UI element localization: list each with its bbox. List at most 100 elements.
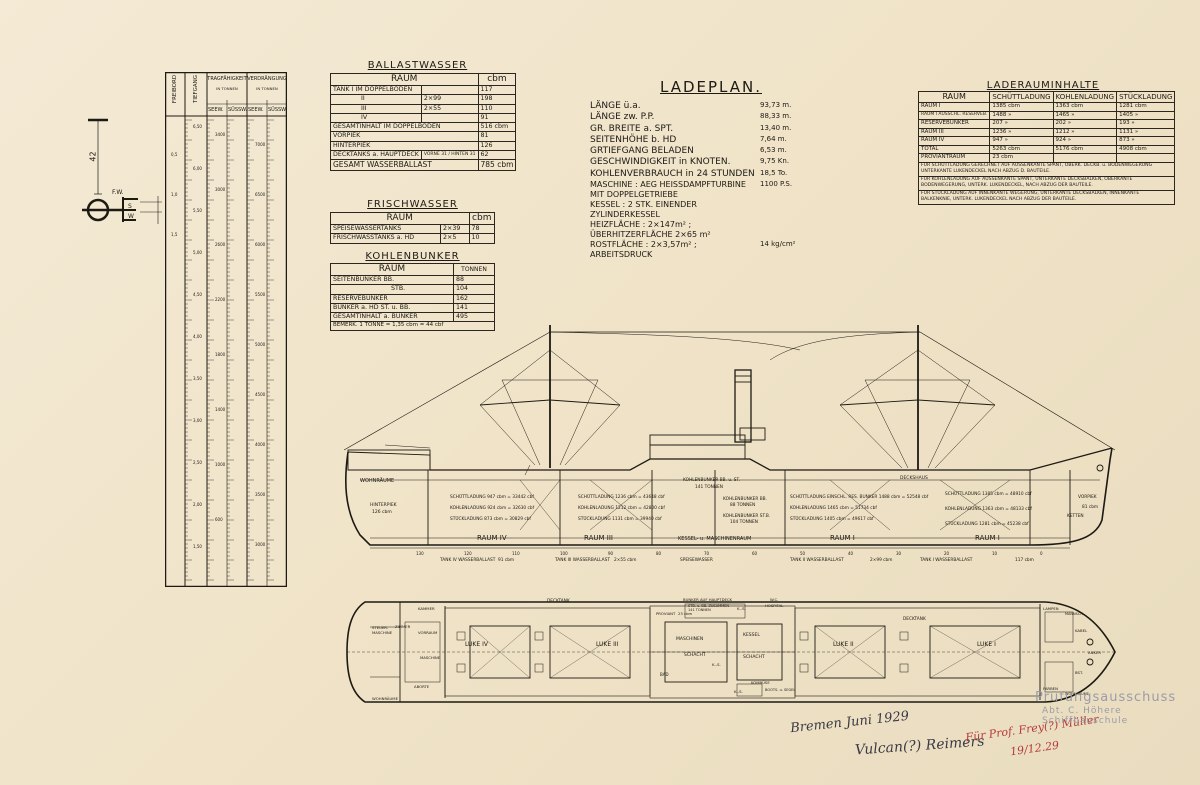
profile-kohlenbunker-stb-val: 104 TONNEN (730, 520, 758, 525)
scale-freibord-mark: 1,0 (171, 192, 178, 197)
laderaum-cell: 193 » (1116, 119, 1176, 129)
spec-row: GESCHWINDIGKEIT in KNOTEN.9,75 Kn. (590, 157, 815, 168)
laderaum-row-name: RAUM IV (917, 136, 991, 146)
spec-row: GR. BREITE a. SPT.13,40 m. (590, 124, 815, 135)
profile-r3-schutt: SCHÜTTLADUNG 1236 cbm = 43648 cbf (578, 495, 665, 500)
profile-kohlenbunker-stb: KOHLENBUNKER ST.B. (723, 514, 771, 519)
laderaum-cell: 1465 » (1052, 110, 1118, 120)
ballast-total-name: GESAMT WASSERBALLAST (330, 159, 479, 171)
laderaum-cell: 5263 cbm (989, 144, 1054, 154)
laderaum-cell: 924 » (1052, 136, 1118, 146)
frisch-col-unit: cbm (468, 212, 496, 225)
frame-number: 70 (704, 551, 710, 556)
spec-value: 13,40 m. (760, 123, 792, 132)
laderaum-col-schutt: SCHÜTTLADUNG (989, 91, 1054, 103)
plan-wc: W.C. (770, 597, 779, 602)
kohlen-row-value: 88 (453, 274, 495, 286)
frame-number: 110 (512, 551, 520, 556)
ballast-col-unit: cbm (477, 73, 517, 86)
profile-tank1-val: 117 cbm (1015, 558, 1034, 563)
spec-value: 7,64 m. (760, 134, 787, 143)
laderaum-cell: 1212 » (1052, 127, 1118, 137)
profile-raum3: RAUM III (584, 534, 613, 542)
spec-value: 14 kg/cm² (760, 239, 796, 248)
plan-decktank-aft: DECKTANK (547, 599, 570, 604)
scale-sub-sussw-1: SÜSSW. (228, 107, 248, 113)
spec-value: 93,73 m. (760, 101, 792, 109)
plan-aft2: ZIMMER (395, 624, 411, 629)
scale-tiefgang-mark: 3,00 (193, 418, 202, 423)
plan-kuhl: BOOTS- u. SEGEL (765, 688, 796, 692)
scale-tiefgang-mark: 5,50 (193, 208, 202, 213)
signature-examiner-date: 19/12.29 (1009, 738, 1060, 759)
kohlen-col-unit: TONNEN (453, 263, 495, 276)
spec-label: SEITENHÖHE b. HD (590, 134, 677, 145)
scale-verd-mark: 6500 (255, 192, 266, 197)
frame-number: 10 (992, 551, 998, 556)
laderaum-row-name: RESERVEBUNKER (917, 119, 991, 129)
freeboard-s: S (128, 203, 132, 210)
laderaum-col-kohlen: KOHLENLADUNG (1052, 91, 1118, 103)
laderaum-note: FÜR STÜCKLADUNG AUF INNENKANTE WEGERUNG,… (917, 189, 1176, 198)
profile-kessel: KESSEL- u. MASCHINENRAUM (678, 536, 752, 542)
scale-tiefgang-mark: 1,50 (193, 544, 202, 549)
laderaum-cell: 202 » (1052, 119, 1118, 129)
profile-deckhaus: DECKSHAUS (900, 476, 928, 481)
profile-r4-stuck: STÜCKLADUNG 873 cbm = 30829 cbf (450, 517, 531, 522)
laderaum-cell: 1131 » (1116, 127, 1176, 137)
laderaum-note: UNTERKANTE LUKENDECKEL NACH ABZUG D. BAU… (917, 169, 1176, 177)
ballast-row-name: II (330, 94, 422, 105)
plan-bunker-hd-val: STB. u. BB. ZUSAMMEN 141 TONNEN (688, 604, 729, 612)
kohlen-note: BEMERK. 1 TONNE = 1,35 cbm = 44 cbf (330, 321, 495, 331)
plan-fwd-lamp: LAMPEN (1043, 606, 1059, 611)
stamp-line1: Prüfungsausschuss (1035, 690, 1177, 705)
kohlen-row-name: BUNKER a. HD ST. u. BB. (330, 302, 454, 314)
profile-speise: SPEISEWASSER (680, 558, 713, 563)
spec-row: SEITENHÖHE b. HD 7,64 m. (590, 135, 815, 146)
scale-tiefgang-mark: 2,00 (193, 502, 202, 507)
plan-fwd-farb: FARBEN (1043, 686, 1058, 691)
profile-reservebunker: KOHLENBUNKER BB. (723, 497, 767, 502)
profile-ri-schutt: SCHÜTTLADUNG 1385 cbm = 48910 cbf (945, 492, 1032, 497)
spec-row: LÄNGE zw. P.P.88,33 m. (590, 112, 815, 123)
profile-tank1: TANK I WASSERBALLAST (920, 558, 973, 563)
ladeplan-specs: LÄNGE ü.a.93,73 m. LÄNGE zw. P.P.88,33 m… (590, 101, 815, 260)
deadweight-scale-svg (164, 71, 288, 588)
scale-trag-mark: 600 (215, 517, 223, 522)
profile-r4-kohlen: KOHLENLADUNG 924 cbm = 32630 cbf (450, 506, 535, 511)
scale-verd-mark: 6000 (255, 242, 266, 247)
spec-row: HEIZFLÄCHE : 2×147m² ; ÜBERHITZERFLÄCHE … (590, 220, 815, 240)
ballast-row-value: 110 (477, 103, 517, 114)
plan-fwd-bst: BST. (1075, 670, 1084, 675)
frame-number: 30 (896, 551, 902, 556)
laderaum-title: LADERAUMINHALTE (986, 80, 1100, 91)
ballast-row-name: GESAMTINHALT IM DOPPELBODEN (330, 122, 479, 133)
ballast-row-name: TANK I IM DOPPELBODEN (330, 84, 422, 96)
plan-luke3: LUKE III (596, 641, 619, 648)
spec-label: HEIZFLÄCHE : 2×147m² ; ÜBERHITZERFLÄCHE … (590, 219, 711, 239)
freeboard-mark (82, 118, 162, 224)
profile-tank2-val: 2×99 cbm (870, 558, 893, 563)
frame-number: 80 (656, 551, 662, 556)
plan-bunker-hd: BUNKER AUF HAUPTDECK (683, 597, 733, 602)
scale-header-verdrangung: VERDRÄNGUNG (247, 76, 287, 82)
plan-kessel: KESSEL (743, 633, 760, 638)
spec-value (760, 200, 815, 220)
scale-verd-mark: 5500 (255, 292, 266, 297)
scale-verd-mark: 5000 (255, 342, 266, 347)
laderaum-row-name: PROVIANTRAUM (917, 153, 991, 163)
scale-sub-seew-1: SEEW. (208, 107, 224, 113)
ladeplan-title: LADEPLAN. (660, 78, 762, 96)
ballast-row-value: 81 (477, 131, 517, 142)
kohlen-row-value: 162 (453, 293, 495, 304)
scale-verd-mark: 4000 (255, 442, 266, 447)
profile-ketten: KETTEN (1067, 514, 1084, 519)
plan-luke1: LUKE I (977, 641, 996, 648)
spec-value: 18,5 To. (760, 168, 788, 177)
laderaum-cell: 207 » (989, 119, 1054, 129)
laderaum-note: FÜR SCHÜTTLADUNG GERECHNET AUF AUSSENKAN… (917, 161, 1176, 170)
scale-trag-mark: 2200 (215, 297, 226, 302)
